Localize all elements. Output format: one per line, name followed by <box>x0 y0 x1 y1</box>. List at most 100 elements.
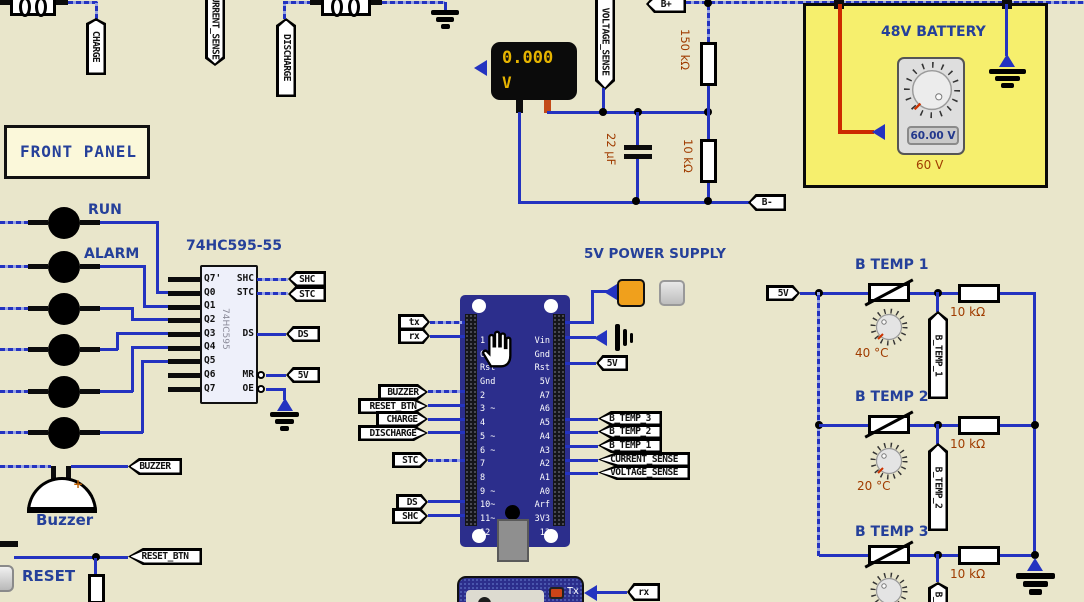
net-label-buzzer-pin[interactable]: BUZZER <box>378 384 428 400</box>
voltage-display[interactable]: 60.00 V <box>907 126 959 145</box>
terminal-tx-label: Tx <box>567 586 580 597</box>
junction-dot <box>704 197 712 205</box>
temp-dial-1[interactable] <box>869 307 909 347</box>
net-label-b-minus[interactable]: B- <box>748 194 786 211</box>
net-label-charge-pin[interactable]: CHARGE <box>376 411 428 427</box>
power-supply-title: 5V POWER SUPPLY <box>584 246 726 262</box>
voltage-source[interactable]: 60.00 V <box>897 57 965 155</box>
net-label-b-temp-1[interactable]: B_TEMP_1 <box>928 311 948 399</box>
wire <box>131 307 134 320</box>
component-lead <box>310 0 321 5</box>
wire <box>428 431 465 434</box>
led-run-label: RUN <box>88 202 122 218</box>
net-label-b-temp-2[interactable]: B_TEMP_2 <box>928 443 948 531</box>
voltmeter[interactable]: 0.000 V <box>491 42 577 100</box>
net-label-tx[interactable]: tx <box>398 314 430 330</box>
led-3[interactable] <box>48 293 80 325</box>
wire <box>565 459 598 462</box>
wire <box>0 348 28 351</box>
resistor-10k[interactable] <box>700 139 717 183</box>
led-5[interactable] <box>48 376 80 408</box>
wire <box>707 183 710 203</box>
led-4[interactable] <box>48 334 80 366</box>
net-label-5v-btemp[interactable]: 5V <box>766 285 800 301</box>
net-label-shc-pin[interactable]: SHC <box>392 508 428 524</box>
wire <box>1000 292 1036 295</box>
reset-button[interactable] <box>0 565 14 592</box>
wire <box>141 360 168 363</box>
btemp3-resistor[interactable] <box>958 546 1000 565</box>
led-run[interactable] <box>48 207 80 239</box>
wire <box>707 4 710 42</box>
gnd-arrow-icon <box>594 330 607 346</box>
resistor-150k[interactable] <box>700 42 717 86</box>
net-label-5v-chip[interactable]: 5V <box>286 367 320 383</box>
buzzer-dome[interactable] <box>27 477 97 513</box>
wire <box>257 333 286 336</box>
wire <box>143 305 168 308</box>
wire <box>565 321 594 324</box>
wire <box>95 2 98 19</box>
net-label-b-temp-3-pin[interactable]: B_TEMP_3 <box>598 411 662 426</box>
net-label-b-temp-3[interactable]: B_TEMP_3 <box>928 582 948 602</box>
ground-icon <box>989 69 1026 74</box>
net-label-rx[interactable]: rx <box>398 328 430 344</box>
net-label-voltage-sense-pin[interactable]: VOLTAGE_SENSE <box>598 465 690 480</box>
component-lead <box>624 154 652 159</box>
ground-arrow-icon <box>277 398 293 411</box>
temp-dial-3[interactable] <box>869 571 909 602</box>
net-label-voltage-sense-top[interactable]: VOLTAGE_SENSE <box>595 0 615 90</box>
led-6[interactable] <box>48 417 80 449</box>
net-label-discharge-pin[interactable]: DISCHARGE <box>358 425 428 441</box>
net-label-5v-arduino[interactable]: 5V <box>596 355 628 371</box>
mr-inversion-bubble-icon <box>257 371 265 379</box>
tx-led-icon <box>549 587 564 599</box>
battery-input-arrow-icon <box>872 124 885 140</box>
net-label-reset-btn[interactable]: RESET_BTN <box>128 548 202 565</box>
component-lead <box>51 466 56 479</box>
led-alarm[interactable] <box>48 251 80 283</box>
junction-dot <box>632 197 640 205</box>
net-label-current-sense-pin[interactable]: CURRENT_SENSE <box>598 452 690 467</box>
net-label-ds-pin[interactable]: DS <box>396 494 428 510</box>
net-label-shc[interactable]: SHC <box>288 271 326 287</box>
b-temp-2-title: B TEMP 2 <box>855 389 929 405</box>
temp-dial-2[interactable] <box>869 441 909 481</box>
front-panel-box[interactable] <box>4 125 150 179</box>
net-label-reset-btn-pin[interactable]: RESET_BTN <box>358 398 428 414</box>
oe-inversion-bubble-icon <box>257 385 265 393</box>
btemp2-resistor[interactable] <box>958 416 1000 435</box>
btemp1-resistor[interactable] <box>958 284 1000 303</box>
net-label-b-temp-2-pin[interactable]: B_TEMP_2 <box>598 424 662 439</box>
net-label-buzzer[interactable]: BUZZER <box>128 458 182 475</box>
net-label-charge[interactable]: CHARGE <box>86 18 106 75</box>
component-lead <box>168 332 200 337</box>
ground-bar-icon <box>623 329 627 346</box>
serial-terminal[interactable]: Tx <box>457 576 584 602</box>
power-switch-on[interactable] <box>617 279 645 307</box>
reset-pull-resistor[interactable] <box>88 574 105 602</box>
junction-dot <box>1031 551 1039 559</box>
voltage-knob[interactable] <box>903 61 961 121</box>
wire <box>116 333 119 350</box>
cap-value: 22 µF <box>604 133 618 166</box>
component-lead <box>80 306 100 311</box>
relay-coil-2[interactable] <box>321 0 371 17</box>
net-label-discharge[interactable]: DISCHARGE <box>276 18 296 97</box>
net-label-stc[interactable]: STC <box>288 286 326 302</box>
ground-bar-icon <box>630 333 633 343</box>
net-label-ds[interactable]: DS <box>286 326 320 342</box>
net-label-rx-terminal[interactable]: rx <box>627 583 660 601</box>
net-label-b-plus[interactable]: B+ <box>646 0 686 13</box>
component-lead <box>168 387 200 392</box>
wire <box>707 112 710 139</box>
net-label-stc-pin[interactable]: STC <box>392 452 428 468</box>
net-label-current-sense[interactable]: CURRENT_SENSE <box>205 0 225 66</box>
wire <box>686 1 1084 4</box>
shift-register-body[interactable] <box>200 265 258 404</box>
power-switch-off[interactable] <box>659 280 685 306</box>
net-label-b-temp-1-pin[interactable]: B_TEMP_1 <box>598 438 662 453</box>
usb-connector <box>497 519 529 562</box>
relay-coil-1[interactable] <box>10 0 56 17</box>
